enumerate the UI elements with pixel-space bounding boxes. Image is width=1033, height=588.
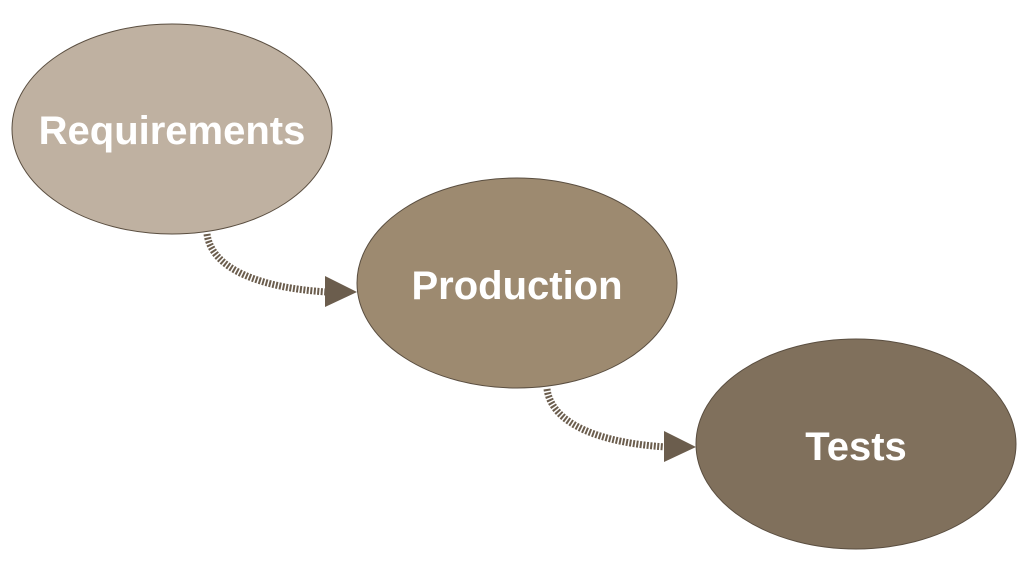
node-shape bbox=[695, 338, 1017, 550]
connector-production-to-tests bbox=[543, 388, 696, 462]
node-tests: Tests bbox=[695, 338, 1017, 550]
node-shape bbox=[356, 177, 678, 389]
arrow-head-icon bbox=[664, 431, 696, 462]
node-label-tests: Tests bbox=[805, 425, 907, 469]
node-label-production: Production bbox=[411, 264, 622, 308]
node-shape bbox=[11, 23, 333, 235]
node-label-requirements: Requirements bbox=[39, 109, 306, 153]
connector-line bbox=[543, 388, 667, 451]
node-production: Production bbox=[356, 177, 678, 389]
arrow-head-icon bbox=[325, 276, 357, 307]
connector-requirements-to-production bbox=[203, 233, 357, 307]
node-requirements: Requirements bbox=[11, 23, 333, 235]
connector-line bbox=[203, 233, 328, 296]
